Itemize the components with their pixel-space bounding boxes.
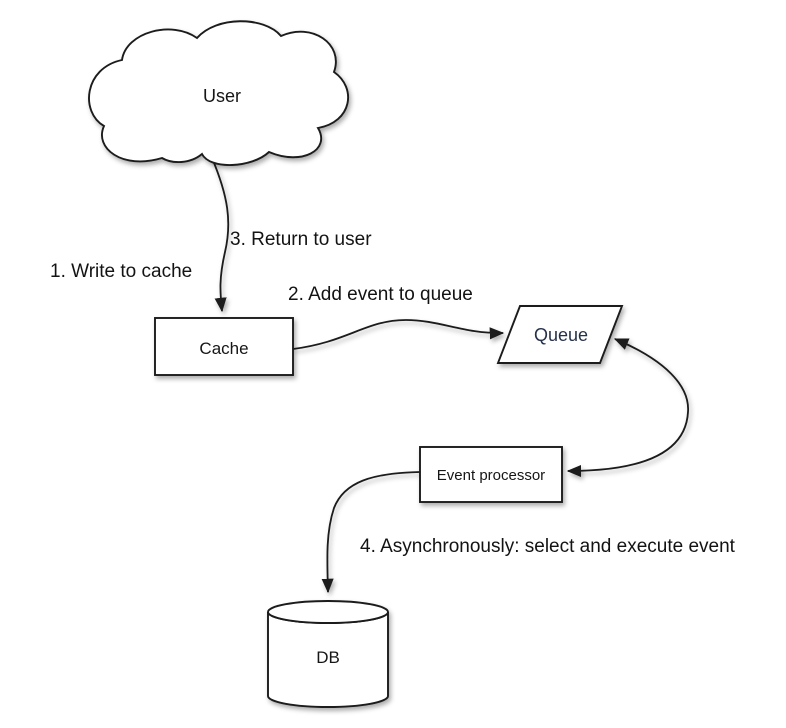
event-processor-box — [419, 446, 563, 503]
user-cloud-shape — [88, 20, 350, 166]
cache-box — [154, 317, 294, 376]
edge-label-write-to-cache: 1. Write to cache — [50, 261, 192, 282]
event-processor-node-label: Event processor — [437, 467, 545, 484]
edge-label-select-and-execute: 4. Asynchronously: select and execute ev… — [360, 536, 736, 557]
shape-layer — [88, 20, 624, 708]
cache-node-label: Cache — [199, 339, 248, 358]
db-node-label: DB — [316, 648, 340, 667]
user-node-label: User — [203, 86, 241, 106]
label-layer: User Cache Queue Event processor DB 1. W… — [50, 86, 736, 667]
db-cylinder — [267, 600, 389, 708]
edge-layer — [211, 157, 689, 594]
queue-node-label: Queue — [534, 325, 588, 345]
edge-label-return-to-user: 3. Return to user — [230, 229, 372, 250]
queue-parallelogram — [496, 305, 624, 364]
edge-user-to-cache-arrow — [211, 157, 230, 313]
edge-label-add-event-to-queue: 2. Add event to queue — [288, 284, 473, 305]
db-cylinder-top — [267, 600, 389, 624]
edge-processor-to-db-arrow — [321, 471, 421, 594]
edge-queue-processor-loop-arrow — [566, 338, 689, 478]
edge-cache-to-queue-arrow — [292, 319, 505, 350]
